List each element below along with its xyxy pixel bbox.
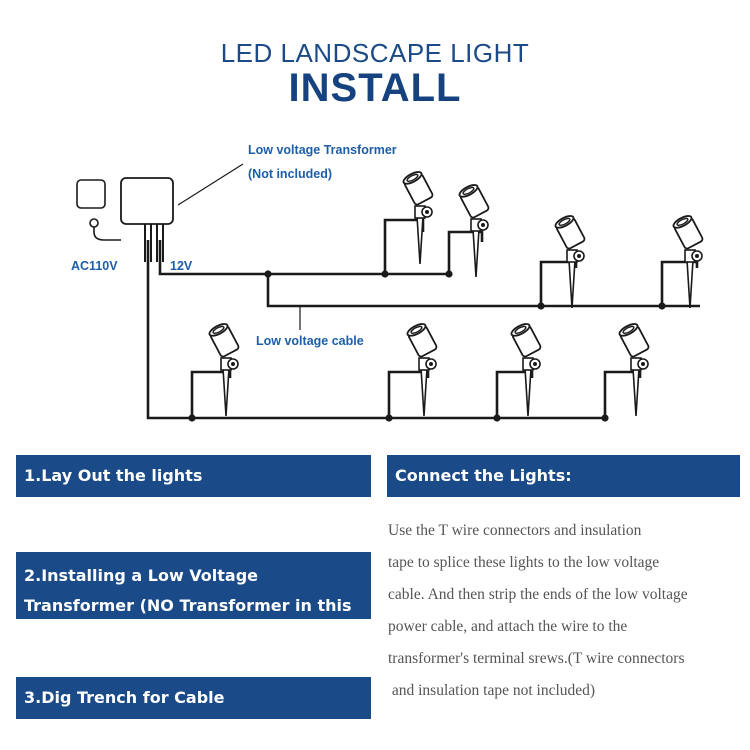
step-2-label-line1: 2.Installing a Low Voltage — [24, 566, 259, 585]
spotlight-icon — [206, 320, 241, 417]
page-title: INSTALL — [288, 66, 462, 110]
transformer-label: Low voltage Transformer — [248, 143, 397, 157]
wall-outlet-icon — [76, 179, 121, 241]
instruction-line: and insulation tape not included) — [388, 682, 596, 699]
wiring-diagram: Low voltage Transformer (Not included) A… — [71, 143, 705, 422]
spotlight-icon — [456, 181, 491, 278]
transformer-icon — [120, 163, 244, 262]
junction-dots — [188, 270, 666, 422]
cable-label: Low voltage cable — [256, 334, 364, 348]
connect-instructions: Use the T wire connectors and insulation… — [388, 515, 738, 707]
step-3-label: 3.Dig Trench for Cable — [24, 688, 225, 707]
subtitle: LED LANDSCAPE LIGHT — [220, 38, 530, 68]
cable-network — [146, 218, 700, 420]
transformer-note: (Not included) — [248, 167, 332, 181]
ac-voltage-label: AC110V — [71, 259, 118, 273]
step-1-box: 1.Lay Out the lights — [16, 455, 371, 497]
connect-heading: Connect the Lights: — [395, 466, 572, 485]
instruction-line: transformer's terminal srews.(T wire con… — [388, 650, 685, 667]
spotlight-icon — [400, 168, 435, 265]
step-3-box: 3.Dig Trench for Cable — [16, 677, 371, 719]
step-2-box: 2.Installing a Low Voltage Transformer (… — [16, 552, 371, 645]
connect-heading-box: Connect the Lights: — [387, 455, 740, 497]
instruction-line: cable. And then strip the ends of the lo… — [388, 586, 688, 603]
instruction-line: tape to splice these lights to the low v… — [388, 554, 660, 571]
instruction-line: Use the T wire connectors and insulation — [388, 522, 642, 539]
step-2-label-line2: Transformer (NO Transformer in this set) — [24, 596, 352, 645]
spotlight-icon — [616, 320, 651, 417]
instruction-line: power cable, and attach the wire to the — [388, 618, 628, 635]
dc-voltage-label: 12V — [170, 259, 193, 273]
spotlight-icon — [404, 320, 439, 417]
spotlight-icon — [508, 320, 543, 417]
step-1-label: 1.Lay Out the lights — [24, 466, 203, 485]
